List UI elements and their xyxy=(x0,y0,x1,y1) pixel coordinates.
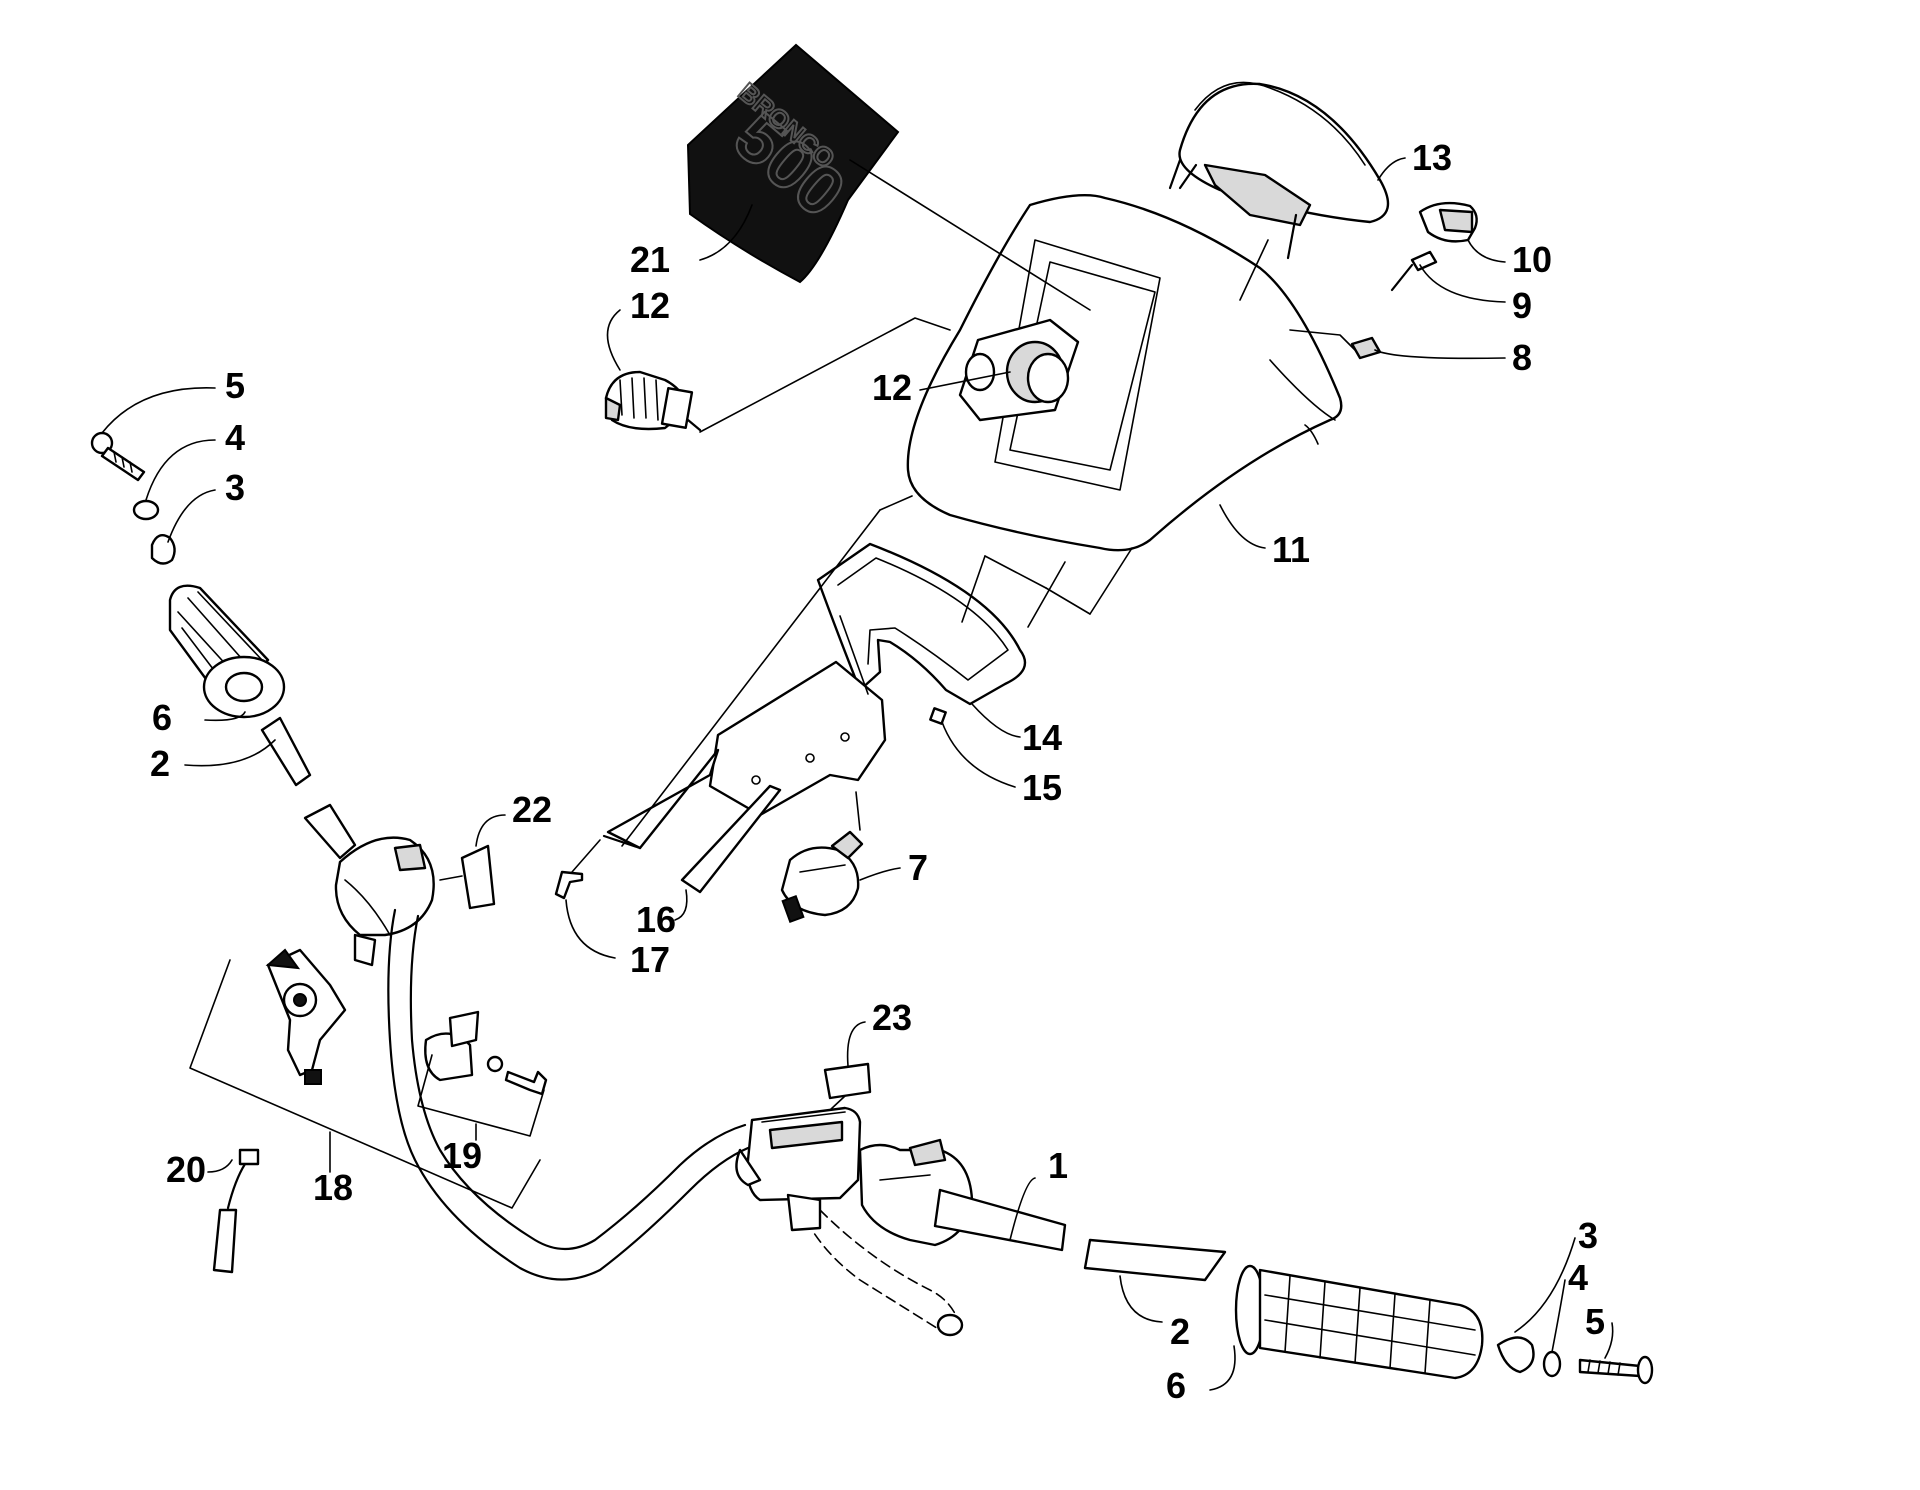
callout-11: 11 xyxy=(1272,529,1310,570)
callout-12-top: 12 xyxy=(630,285,670,326)
part-right-throttle-tube-2 xyxy=(1083,1238,1227,1282)
part-socket-hex-12 xyxy=(958,318,1080,422)
callout-6-right: 6 xyxy=(1166,1365,1186,1406)
callout-8: 8 xyxy=(1512,337,1532,378)
callout-18: 18 xyxy=(313,1167,353,1208)
callout-15: 15 xyxy=(1022,767,1062,808)
callout-5-right: 5 xyxy=(1585,1301,1605,1342)
part-brake-master-cylinder xyxy=(735,1106,862,1232)
part-right-bar-end-1 xyxy=(933,1188,1067,1252)
callout-21: 21 xyxy=(630,239,670,280)
callout-12-mid: 12 xyxy=(872,367,912,408)
callout-13: 13 xyxy=(1412,137,1452,178)
callout-23: 23 xyxy=(872,997,912,1038)
callout-20: 20 xyxy=(166,1149,206,1190)
part-key-9 xyxy=(1390,250,1438,292)
part-left-endcap-3 xyxy=(150,534,176,565)
part-bezel-14 xyxy=(816,542,1027,706)
callout-7: 7 xyxy=(908,847,928,888)
part-decal-23 xyxy=(823,1062,872,1100)
callout-2-left: 2 xyxy=(150,743,170,784)
part-screw-15 xyxy=(929,707,947,725)
part-throttle-lever xyxy=(265,948,347,1085)
callout-4-right: 4 xyxy=(1568,1257,1588,1298)
part-accessory-socket-12 xyxy=(604,370,702,432)
part-handlebar-18 xyxy=(387,908,750,1281)
callout-1: 1 xyxy=(1048,1145,1068,1186)
callout-22: 22 xyxy=(512,789,552,830)
part-cable-tie-20 xyxy=(212,1148,260,1274)
callout-5-left: 5 xyxy=(225,365,245,406)
part-clamp-19 xyxy=(424,1010,548,1096)
callout-2-right: 2 xyxy=(1170,1311,1190,1352)
part-right-grip-6 xyxy=(1234,1264,1484,1380)
part-nut-8 xyxy=(1350,336,1382,360)
callout-17: 17 xyxy=(630,939,670,980)
callout-4-left: 4 xyxy=(225,417,245,458)
part-key-cap-10 xyxy=(1418,201,1478,243)
callout-6-left: 6 xyxy=(152,697,172,738)
part-brake-lever xyxy=(811,1209,964,1337)
part-left-switch-housing xyxy=(303,803,435,967)
part-right-bolt-5 xyxy=(1578,1355,1654,1385)
part-left-throttle-tube-2 xyxy=(260,716,312,787)
callout-labels: 1 2 2 3 3 4 4 5 5 6 6 7 8 9 10 11 12 12 … xyxy=(150,137,1605,1406)
part-left-bolt-5 xyxy=(90,431,146,482)
part-left-washer-4 xyxy=(132,499,160,521)
callout-3-left: 3 xyxy=(225,467,245,508)
callout-3-right: 3 xyxy=(1578,1215,1598,1256)
part-rivet-17 xyxy=(554,870,584,900)
callout-19: 19 xyxy=(442,1135,482,1176)
leader-lines xyxy=(101,157,1614,1391)
part-ignition-switch-7 xyxy=(780,830,864,924)
part-decal-21: BRONCO 500 xyxy=(686,43,900,284)
callout-14: 14 xyxy=(1022,717,1062,758)
part-right-washer-4 xyxy=(1542,1350,1562,1378)
callout-16: 16 xyxy=(636,899,676,940)
part-decal-22 xyxy=(460,844,496,910)
part-speedometer-13 xyxy=(1168,81,1390,260)
callout-10: 10 xyxy=(1512,239,1552,280)
callout-9: 9 xyxy=(1512,285,1532,326)
part-left-grip-6 xyxy=(168,584,286,719)
part-right-endcap-3 xyxy=(1496,1336,1535,1374)
part-bracket-16 xyxy=(602,660,887,894)
